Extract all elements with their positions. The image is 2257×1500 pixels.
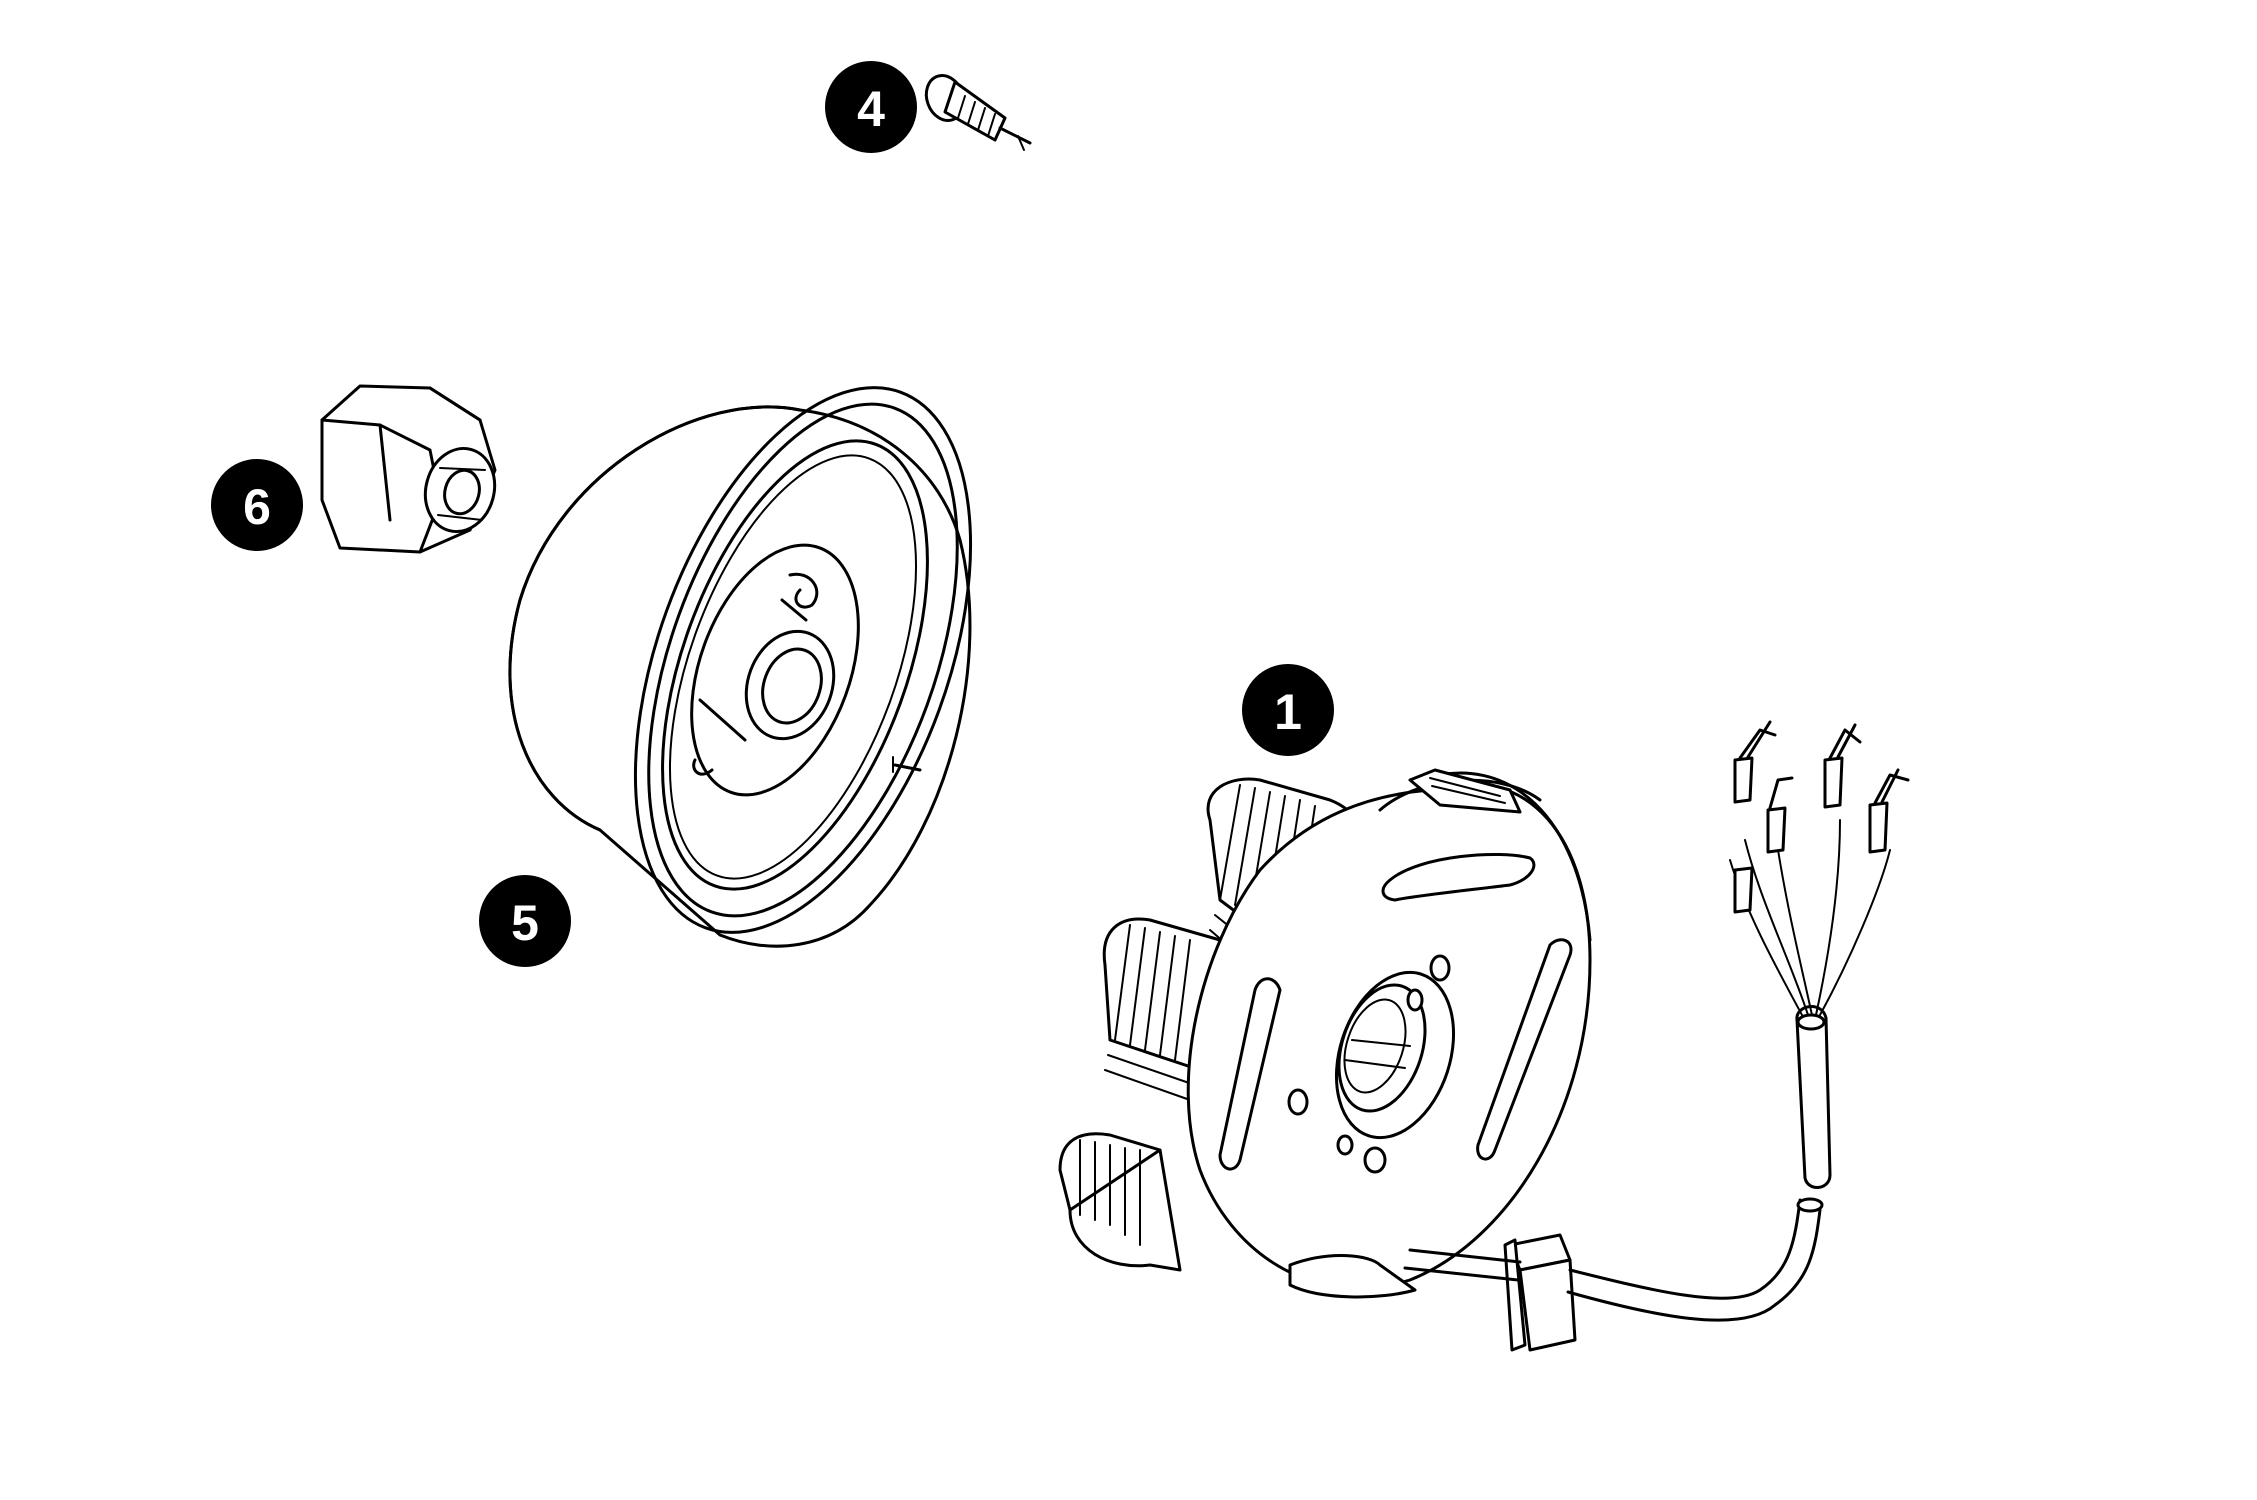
stator-part: [1058, 720, 1910, 1352]
callout-4-label: 4: [857, 81, 885, 137]
callout-1: 1: [1242, 664, 1334, 756]
callout-1-label: 1: [1274, 684, 1302, 740]
nut-part: [320, 384, 497, 554]
callout-6-label: 6: [243, 479, 271, 535]
callout-6: 6: [211, 459, 303, 551]
callout-4: 4: [825, 61, 917, 153]
callout-5-label: 5: [511, 895, 539, 951]
screw-part: [924, 74, 1032, 151]
flywheel-part: [508, 386, 973, 948]
callout-5: 5: [479, 875, 571, 967]
